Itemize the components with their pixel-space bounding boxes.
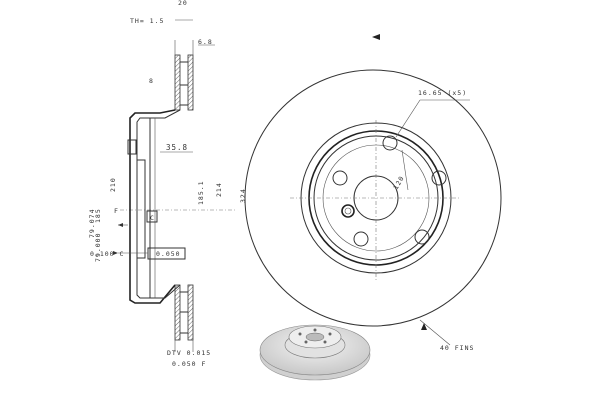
datum-box [146, 210, 158, 223]
bolt-hole [414, 229, 430, 245]
lower-friction-ring [174, 284, 194, 352]
bolt-hole [382, 135, 398, 151]
pcd-leader [401, 149, 409, 191]
dim-thickness: TH= 1.5 [130, 17, 164, 25]
arrow-marker-bottom [421, 323, 427, 330]
dim-dia-214: 214 [215, 182, 223, 197]
pcd-callout: 120 [392, 174, 406, 191]
thumbnail-bore [305, 332, 325, 342]
bolt-hole [353, 231, 369, 247]
bolt-hole-callout: 16.65 (x5) [418, 89, 467, 97]
runout-box [147, 247, 186, 260]
datum-label: C [150, 214, 155, 222]
runout-f-spec: 0.050 F [172, 360, 206, 368]
datum-arrow [118, 223, 123, 227]
thumbnail-bolt [304, 340, 308, 344]
dim-dia-210: 210 [109, 177, 117, 192]
front-view [244, 34, 502, 346]
dim-rim-step: 8 [149, 77, 154, 85]
outer-rotor-circle [244, 69, 502, 327]
arrow-marker-top [372, 34, 380, 40]
rotor-3d-thumbnail [259, 324, 371, 381]
dim-rim-width: 6.8 [198, 38, 213, 46]
dim-dia-79-000: 79.000 [94, 233, 102, 262]
thumbnail-bolt [328, 332, 332, 336]
bolt-hole-leader [395, 99, 421, 138]
bolt-hole [431, 170, 447, 186]
dim-dia-185-1: 185.1 [197, 180, 205, 205]
section-view: C 0.050 [113, 19, 235, 352]
thumbnail-bolt [323, 340, 327, 344]
bolt-hole [332, 170, 348, 186]
fins-leader [419, 319, 451, 346]
dtv-spec: DTV 0.015 [167, 349, 211, 357]
upper-friction-ring [174, 40, 194, 111]
dim-dia-79-074: 79.074 [88, 209, 96, 238]
dim-dia-324: 324 [239, 188, 247, 203]
thumbnail-bolt [298, 332, 302, 336]
locator-hole-inner [344, 207, 352, 215]
flatness-arrow [113, 251, 118, 255]
hub-hat [127, 109, 181, 304]
runout-label: 0.050 [156, 250, 181, 258]
flatness-spec: 0.100 C [90, 250, 124, 258]
marker-f: F [114, 207, 119, 215]
dim-hub-depth: 35.8 [166, 143, 188, 152]
dim-dia-185: 185 [94, 208, 102, 223]
dim-top-cut: 20 [178, 0, 188, 7]
thumbnail-bolt [313, 328, 317, 332]
locator-hole [341, 204, 355, 218]
fins-callout: 40 FINS [440, 344, 474, 352]
